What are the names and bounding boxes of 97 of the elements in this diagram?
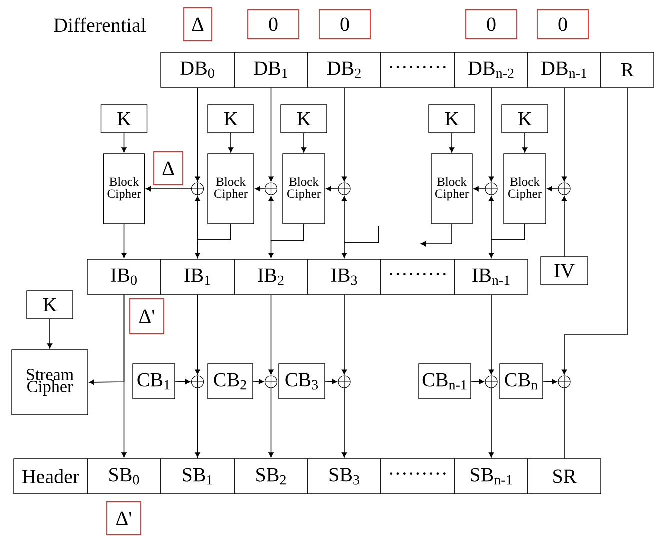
block-cell: DB$_{n-2}$ [454, 52, 528, 88]
cipher-box: Block Cipher [282, 154, 326, 224]
key-box: CB$_{n-1}$ [418, 364, 472, 400]
row-label: Differential [54, 18, 146, 32]
block-cell: ········· [380, 259, 456, 295]
xor-symbol [558, 376, 571, 388]
cipher-box: Stream Cipher [12, 350, 88, 416]
key-box: K [428, 104, 476, 134]
key-box: CB$_{2}$ [208, 364, 254, 400]
block-cell: SB$_{2}$ [234, 458, 308, 494]
block-cell: R [600, 52, 654, 88]
block-cell: SB$_{0}$ [87, 458, 162, 494]
block-cell: Header [14, 458, 88, 494]
block-cell: SB$_{n-1}$ [454, 458, 528, 494]
xor-symbol [485, 376, 498, 388]
cipher-box: Block Cipher [103, 154, 146, 224]
key-box: IV [540, 256, 588, 286]
connector-line [564, 388, 565, 460]
differential-box: Δ [184, 8, 212, 42]
key-box: K [26, 290, 74, 320]
block-cell: IB$_{2}$ [234, 259, 308, 295]
arrow [542, 379, 558, 384]
key-box: K [280, 104, 328, 134]
xor-symbol [191, 376, 204, 388]
arrow [122, 224, 127, 258]
arrow [89, 294, 125, 385]
xor-symbol [558, 182, 571, 196]
arrow [195, 87, 200, 182]
arrow [449, 132, 455, 153]
key-box: K [208, 104, 254, 134]
arrow [522, 132, 528, 153]
arrow [268, 87, 274, 182]
block-cell: IB$_{3}$ [308, 259, 382, 295]
arrow [562, 87, 568, 182]
key-box: CB$_{n}$ [500, 364, 544, 400]
xor-symbol [191, 182, 204, 196]
arrow [146, 186, 192, 192]
arrow [342, 87, 348, 182]
key-box: CB$_{3}$ [278, 364, 326, 400]
differential-box: 0 [319, 10, 371, 40]
arrow [268, 294, 274, 375]
arrow [195, 294, 200, 375]
arrow [268, 388, 274, 458]
arrow [342, 226, 380, 258]
block-cell: DB$_{1}$ [234, 52, 308, 88]
arrow [342, 294, 348, 375]
block-cell: SR [528, 458, 602, 494]
differential-box: Δ' [130, 298, 164, 334]
arrow [255, 186, 266, 192]
block-cell: DB$_{n-1}$ [528, 52, 602, 88]
arrow [342, 388, 348, 458]
cipher-box: Block Cipher [208, 154, 254, 224]
arrow [122, 132, 127, 153]
block-cell: IB$_{0}$ [87, 259, 162, 295]
arrow [268, 224, 304, 258]
arrow [301, 132, 307, 153]
differential-box: 0 [248, 10, 300, 40]
arrow [324, 379, 338, 384]
xor-symbol [264, 376, 278, 388]
block-cell: DB$_{0}$ [160, 52, 235, 88]
key-box: K [502, 104, 548, 134]
arrow [547, 186, 559, 192]
differential-box: Δ' [106, 502, 142, 536]
arrow [562, 87, 628, 375]
xor-symbol [338, 376, 351, 388]
arrow [488, 87, 494, 182]
arrow [326, 186, 339, 192]
differential-box: 0 [537, 10, 589, 40]
xor-symbol [485, 182, 498, 196]
block-cell: SB$_{1}$ [160, 458, 235, 494]
block-cell: SB$_{3}$ [308, 458, 382, 494]
arrow [474, 186, 486, 192]
differential-box: Δ [154, 152, 184, 186]
arrow [488, 224, 526, 258]
key-box: K [100, 104, 148, 134]
arrow [195, 224, 232, 258]
block-cell: ········· [380, 52, 456, 88]
arrow [228, 132, 234, 153]
block-cell: IB$_{n-1}$ [454, 259, 528, 295]
arrow [420, 224, 452, 247]
arrow [47, 318, 53, 349]
xor-symbol [264, 182, 278, 196]
arrow [195, 388, 200, 458]
block-cell: ········· [380, 458, 456, 494]
arrow [488, 294, 494, 375]
arrow [562, 196, 568, 258]
cipher-box: Block Cipher [431, 154, 473, 224]
cipher-box: Block Cipher [504, 154, 546, 224]
key-box: CB$_{1}$ [132, 364, 176, 400]
block-cell: IB$_{1}$ [160, 259, 235, 295]
arrow [252, 379, 264, 384]
arrow [488, 388, 494, 458]
block-cell: DB$_{2}$ [308, 52, 382, 88]
arrow [174, 379, 191, 384]
arrow [470, 379, 484, 384]
differential-box: 0 [466, 10, 518, 40]
xor-symbol [338, 182, 351, 196]
